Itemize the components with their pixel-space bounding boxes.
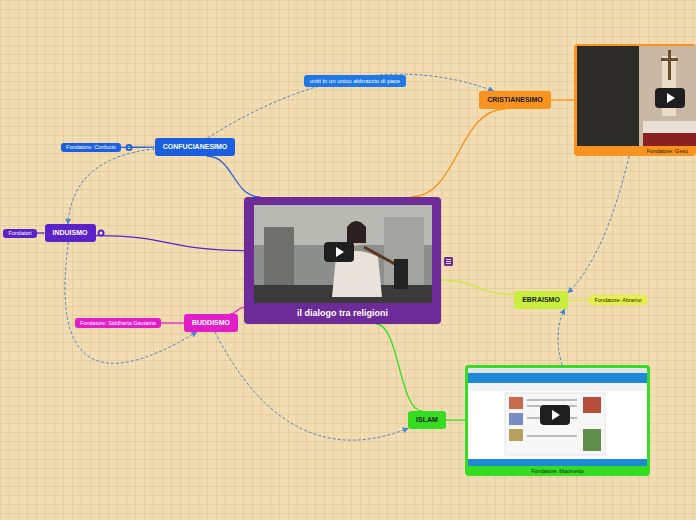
- branch-line: [551, 99, 574, 100]
- branch-line: [441, 280, 514, 295]
- branch-line: [376, 324, 422, 411]
- subtopic: Fondatore: Siddharta Gautama: [75, 318, 161, 328]
- branch-line: [230, 307, 244, 314]
- branch-line: [568, 299, 590, 300]
- node-text: Fondatore: Confucio: [66, 144, 116, 150]
- main-topic: INDUISMO: [45, 224, 96, 242]
- relation-line: [208, 74, 494, 138]
- relation-line: [65, 242, 197, 363]
- main-topic: ISLAM: [408, 411, 446, 429]
- branch-line: [121, 147, 155, 148]
- node-text: ISLAM: [416, 416, 438, 423]
- node-text: Fondatori: [8, 230, 31, 236]
- node-text: CRISTIANESIMO: [487, 96, 543, 103]
- node-text: Fondatore: Gesù: [574, 148, 696, 156]
- relation-line: [568, 156, 629, 293]
- central-topic: il dialogo tra religioni: [244, 197, 441, 324]
- node-text: il dialogo tra religioni: [297, 308, 388, 318]
- branch-line: [446, 419, 465, 420]
- branch-line: [96, 236, 245, 251]
- video-thumbnail: [574, 44, 696, 148]
- main-topic: BUDDISMO: [184, 314, 238, 332]
- node-text: Fondatore: Abramo: [594, 297, 641, 303]
- note-icon: [444, 257, 453, 266]
- subtopic: Fondatore: Confucio: [61, 143, 121, 152]
- branch-line: [411, 109, 506, 197]
- node-text: Fondatore: Maometto: [465, 468, 650, 476]
- main-topic: EBRAISMO: [514, 291, 568, 309]
- node-text: CONFUCIANESIMO: [163, 143, 228, 150]
- video-topic: Fondatore: Gesù: [574, 44, 696, 156]
- branch-line: [207, 156, 260, 197]
- video-thumbnail: [465, 365, 650, 469]
- main-topic: CRISTIANESIMO: [479, 91, 551, 109]
- relation-line: [215, 332, 408, 440]
- video-thumbnail: [244, 197, 441, 309]
- relation-line: [68, 149, 155, 224]
- node-text: EBRAISMO: [522, 296, 560, 303]
- relation-line: [558, 309, 565, 365]
- relation-label: uniti in un unico abbraccio di pace: [304, 75, 406, 87]
- video-topic: Fondatore: Maometto: [465, 365, 650, 476]
- subtopic: Fondatori: [3, 229, 36, 238]
- branch-line: [161, 322, 184, 323]
- main-topic: CONFUCIANESIMO: [155, 138, 236, 156]
- branch-line: [37, 232, 45, 233]
- subtopic: Fondatore: Abramo: [589, 295, 646, 305]
- node-text: INDUISMO: [53, 229, 88, 236]
- node-text: BUDDISMO: [192, 319, 230, 326]
- node-text: Fondatore: Siddharta Gautama: [80, 320, 156, 326]
